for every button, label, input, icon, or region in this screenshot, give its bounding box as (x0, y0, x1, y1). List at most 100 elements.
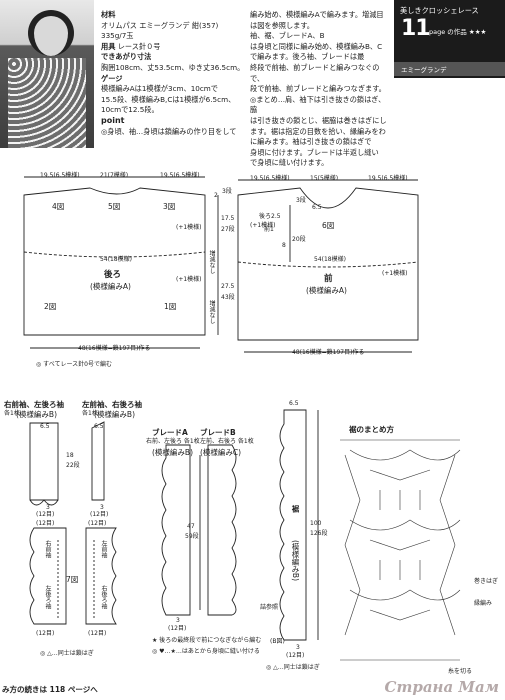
front-ushiro: 後ろ2.5 (259, 213, 281, 220)
sleeve-w65a: 6.5 (40, 423, 50, 430)
sleeve-r2: (12目) (88, 520, 107, 527)
braid-a-sub: 右前、左後ろ 各1枚 (146, 438, 200, 445)
sleeve-r1: (12目) (36, 520, 55, 527)
front-center-label: 前 (324, 274, 333, 284)
instruction-line: で編みます。後ろ袖、ブレードは最 (250, 52, 365, 62)
braid-h47: 47 (187, 523, 195, 530)
model-photo (0, 0, 94, 148)
sleeve-fig-7: 7図 (66, 575, 79, 584)
gauge-heading: ゲージ (101, 73, 123, 83)
size-heading: できあがり寸法 (101, 52, 152, 62)
front-top-mid: 15(5模様) (310, 175, 339, 182)
skirt-sts: 3 (296, 644, 300, 651)
stitch-maki: 巻きはぎ (474, 578, 499, 585)
materials-heading: 材料 (101, 10, 116, 19)
back-top-left: 19.5(6.5模様) (40, 172, 80, 179)
sleeve-title-2: 左前袖、右後ろ袖 (82, 400, 142, 409)
braid-b-pattern: (模様編みC) (200, 448, 242, 457)
sleeve-pattern-2: (模様編みB) (94, 410, 135, 419)
back-bottom-dim: 48(16模様=鎖197目)作る (78, 345, 151, 352)
sleeve-right-front-outline (29, 422, 59, 501)
back-width: 54(18模様) (100, 256, 132, 263)
badge-yarn: エミーグランデ (401, 66, 447, 74)
stitch-start: 糸を切る (448, 668, 473, 675)
back-m43: 43段 (221, 294, 235, 301)
size-value: 胸囲108cm、丈53.5cm、ゆき丈36.5cm。 (101, 62, 245, 72)
front-m8: 8 (282, 242, 286, 249)
materials-line-1: オリムパス エミーグランデ 紺(357) (101, 20, 219, 30)
sleeve-sts1: 3 (46, 504, 50, 511)
gauge-line-3: 10cmで12.5段。 (101, 105, 159, 115)
skirt-kiri: 詰参照 (260, 604, 279, 611)
badge-number: 11 (401, 16, 431, 41)
gauge-line-2: 15.5段、模様編みB,Cは1模様が6.5cm、 (101, 94, 236, 104)
braid-sts: 3 (176, 617, 180, 624)
front-width: 54(18模様) (314, 256, 346, 263)
skirt-pattern: (模様編みB) (291, 540, 300, 581)
sleeve-lower-left (85, 527, 117, 625)
back-fig-4: 4図 (52, 202, 65, 211)
back-m2: 2 (214, 192, 218, 199)
instruction-line: は図を参照します。 (250, 20, 314, 30)
sleeve-lab-4: 右後ろ袖 (100, 585, 107, 609)
badge-title: 美しきクロッシェレース (400, 6, 479, 15)
front-m3: 3段 (296, 197, 306, 204)
stitch-title: 裾のまとめ方 (349, 425, 394, 434)
front-mae: 前1 (264, 226, 274, 233)
braid-a-outline (161, 444, 191, 616)
instruction-line: 終段で前袖、前ブレードと編みつなぐので、 (250, 62, 380, 83)
sleeve-r3: (12目) (36, 630, 55, 637)
skirt-h100: 100 (310, 520, 322, 527)
front-m20: 20段 (292, 236, 306, 243)
front-top-left: 19.5(6.5模様) (250, 175, 290, 182)
back-plus1b: (+1模様) (176, 276, 202, 283)
back-kata: 増減なし (208, 250, 215, 274)
sleeve-h18: 18 (66, 452, 74, 459)
instruction-line: ます。裾は指定の目数を拾い、縁編みをわ (250, 126, 386, 136)
sleeve-lab-2: 左後ろ袖 (44, 585, 51, 609)
continue-footer: み方の続きは 118 ページへ (2, 685, 98, 694)
braid-a-pattern: (模様編みB) (152, 448, 193, 457)
pattern-badge: 美しきクロッシェレース 11 page の作品 ★★★ エミーグランデ (394, 0, 505, 78)
back-m27a: 27段 (221, 226, 235, 233)
braid-sts2: (12目) (168, 625, 187, 632)
back-fig-3: 3図 (163, 202, 176, 211)
instruction-line: で身頃に縫い付けます。 (250, 158, 329, 168)
sleeve-w65b: 6.5 (94, 423, 104, 430)
sleeve-sts1b: (12目) (36, 511, 55, 518)
sleeve-pattern-1: (模様編みB) (16, 410, 57, 419)
back-kata2: 増減なし (208, 300, 215, 324)
back-fig-2: 2図 (44, 302, 57, 311)
back-pattern-label: (模様編みA) (90, 282, 131, 291)
front-bottom-dim: 48(16模様=鎖197目)作る (292, 349, 365, 356)
instruction-line: に編みます。袖は引き抜きの鎖はぎで (250, 137, 372, 147)
badge-page: page の作品 ★★★ (429, 28, 487, 36)
instruction-line: 編み始め、模様編みAで編みます。増減目 (250, 10, 384, 19)
sleeve-title-1: 右前袖、左後ろ袖 (4, 400, 64, 409)
back-body-outline (23, 187, 206, 336)
stitch-fuchi: 縁編み (474, 600, 493, 607)
instruction-line: 袖、裾、ブレードA、B (250, 31, 325, 41)
back-fig-1: 1図 (164, 302, 177, 311)
front-r6: 6.5 (312, 204, 322, 211)
back-m175: 17.5 (221, 215, 235, 222)
braid-note-2: ◎ ♥…★…はあとから身頃に縫い付ける (152, 648, 260, 655)
skirt-h126: 126段 (310, 530, 328, 537)
back-m3: 3段 (222, 188, 232, 195)
sleeve-left-front-outline (91, 421, 105, 501)
point-line-1: ◎身頃、袖…身頃は鎖編みの作り目をして (101, 126, 237, 136)
braid-b-sub: 左前、右後ろ 各1枚 (200, 438, 254, 445)
spec-column: 材料 オリムパス エミーグランデ 紺(357) 335g/7玉 用具 レース針０… (101, 10, 251, 137)
sleeve-sts2b: (12目) (90, 511, 109, 518)
braid-b-title: ブレードB (200, 428, 236, 437)
back-m275: 27.5 (221, 283, 235, 290)
skirt-note: ◎ △…同士は鎖はぎ (266, 664, 320, 671)
sleeve-lab-3: 左前袖 (100, 540, 107, 558)
sleeve-lower-right (29, 527, 67, 625)
sleeve-lab-1: 右前袖 (44, 540, 51, 558)
sleeve-h22: 22段 (66, 462, 80, 469)
instruction-line: ◎まとめ…肩、袖下は引き抜きの鎖はぎ、脇 (250, 94, 386, 115)
front-plus1: (+1模様) (250, 222, 276, 229)
